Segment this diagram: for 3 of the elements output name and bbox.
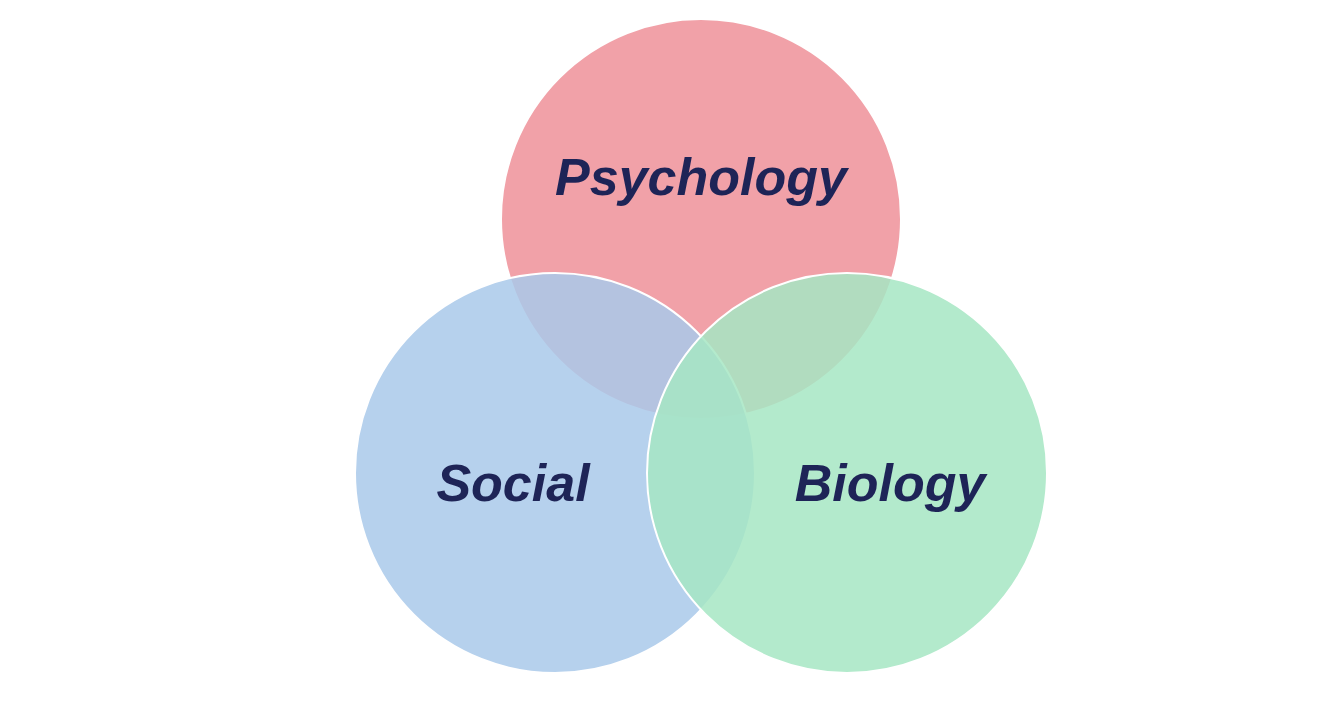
circle-label: Biology (794, 455, 986, 513)
circle-label: Social (436, 455, 590, 513)
circle-label: Psychology (555, 149, 847, 207)
